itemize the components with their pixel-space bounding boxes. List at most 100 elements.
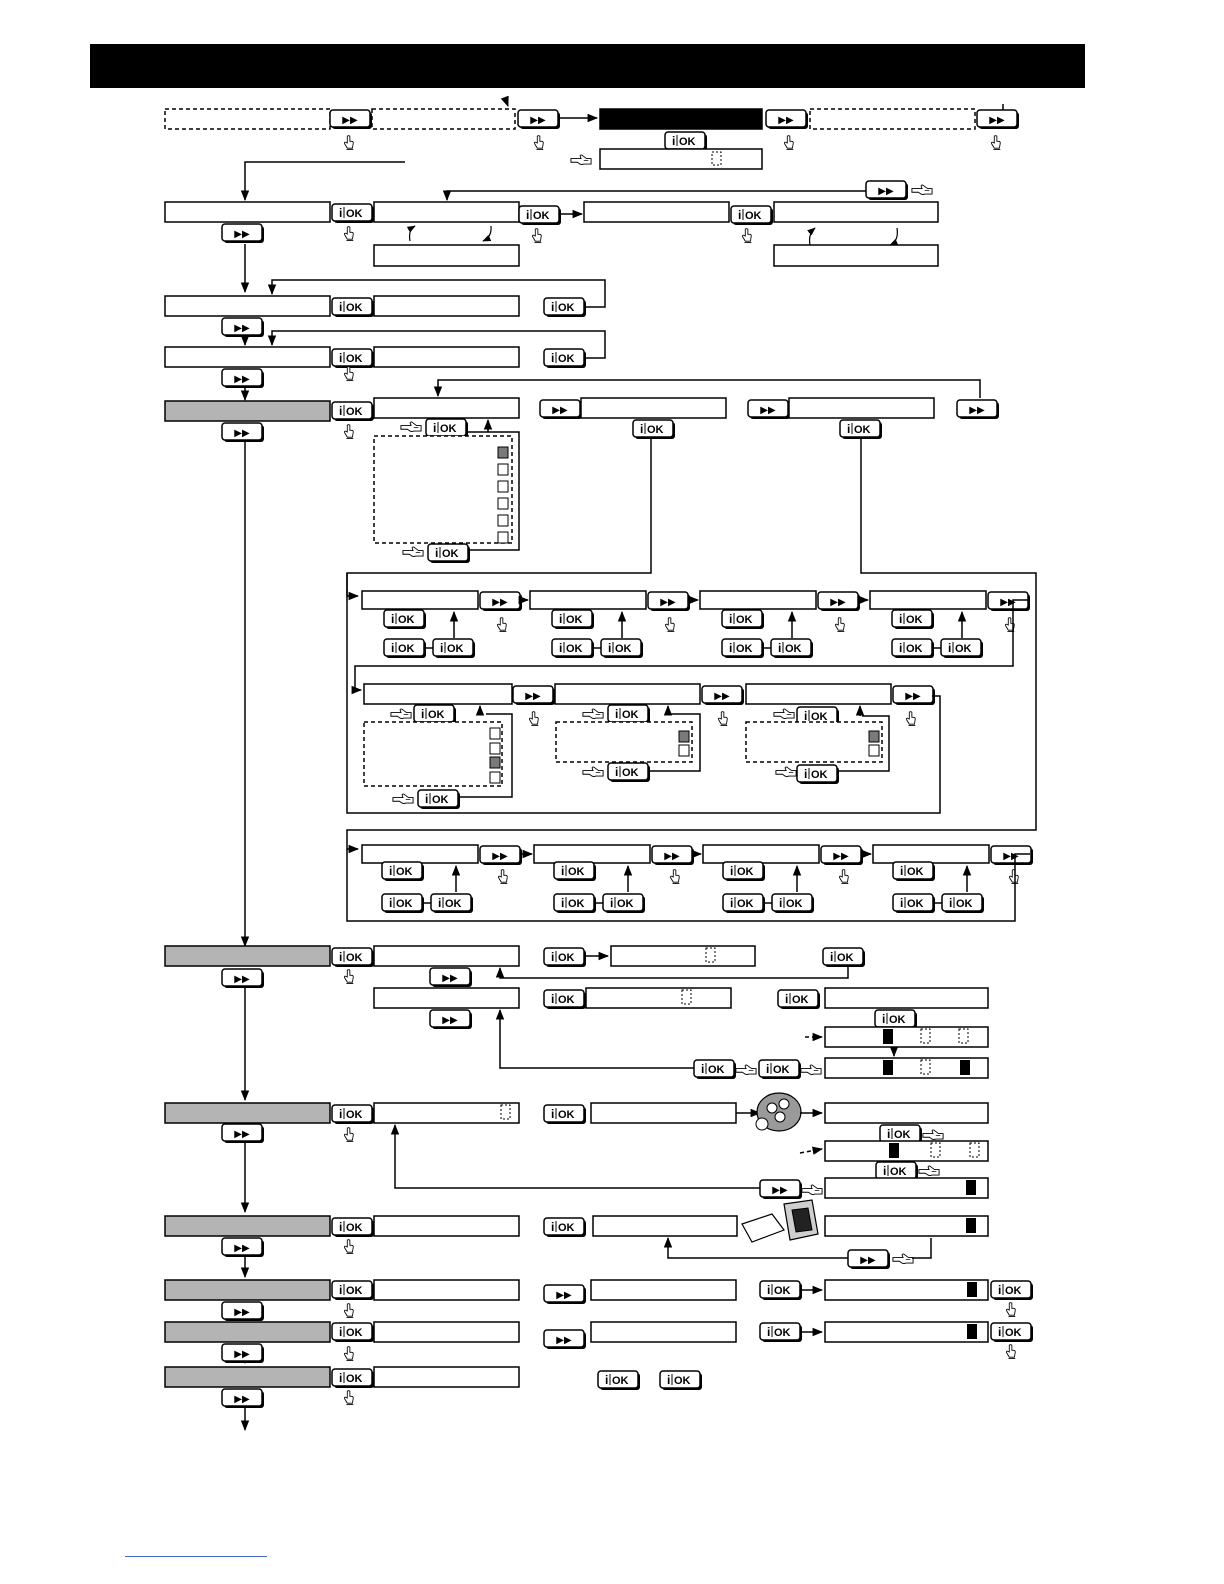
connector-line bbox=[839, 715, 890, 772]
key-face bbox=[543, 348, 585, 367]
ok-key-label: OK bbox=[428, 709, 445, 721]
ok-key-prefix: i bbox=[551, 950, 554, 964]
step-box-18 bbox=[361, 590, 479, 610]
highlight-step-box bbox=[164, 1321, 331, 1343]
key-face bbox=[758, 1059, 800, 1078]
connector-line bbox=[240, 161, 405, 202]
ok-key-prefix: i bbox=[615, 765, 618, 779]
press-hand-icon bbox=[717, 711, 728, 726]
press-hand-icon bbox=[1005, 1344, 1016, 1359]
ok-key-prefix: i bbox=[608, 641, 611, 655]
key-face bbox=[822, 947, 864, 966]
ok-key-label: OK bbox=[889, 1014, 906, 1026]
step-box-11 bbox=[164, 295, 331, 317]
next-key-icon: ▶▶ bbox=[765, 109, 808, 129]
ok-key-label: OK bbox=[617, 898, 634, 910]
option-square bbox=[868, 744, 880, 757]
step-box-42 bbox=[824, 1140, 989, 1162]
next-key-icon: ▶▶ bbox=[543, 1329, 586, 1349]
ok-key-label: OK bbox=[708, 1064, 725, 1076]
step-box-34 bbox=[373, 987, 520, 1009]
ok-key-label: OK bbox=[774, 1285, 791, 1297]
step-box-52 bbox=[824, 1321, 989, 1343]
step-box-25 bbox=[555, 721, 693, 763]
key-face bbox=[976, 109, 1018, 128]
ok-key-label: OK bbox=[679, 136, 696, 148]
ok-key-label: OK bbox=[894, 1129, 911, 1141]
ok-key-label: OK bbox=[612, 1375, 629, 1387]
key-face bbox=[427, 543, 469, 562]
ok-key-prefix: i bbox=[339, 1371, 342, 1385]
key-face bbox=[429, 1009, 471, 1028]
next-key-icon: ▶▶ bbox=[329, 109, 372, 129]
option-square bbox=[489, 727, 501, 740]
ok-key-label: OK bbox=[773, 1064, 790, 1076]
ok-key-label: OK bbox=[558, 302, 575, 314]
ok-key-label: OK bbox=[346, 1373, 363, 1385]
key-face bbox=[820, 845, 862, 864]
press-hand-icon bbox=[343, 424, 354, 439]
status-indicator bbox=[883, 1060, 893, 1075]
next-key-label: ▶▶ bbox=[234, 974, 250, 985]
ok-key-prefix: i bbox=[883, 1164, 886, 1178]
ok-key-label: OK bbox=[346, 1222, 363, 1234]
step-box-51 bbox=[590, 1321, 737, 1343]
step-box-49 bbox=[824, 1279, 989, 1301]
key-face bbox=[417, 789, 459, 808]
ok-key-label: OK bbox=[568, 866, 585, 878]
key-face bbox=[543, 989, 585, 1008]
step-box-2 bbox=[371, 108, 516, 130]
ok-key-label: OK bbox=[346, 406, 363, 418]
press-hand-icon bbox=[1005, 1302, 1016, 1317]
connector-line bbox=[433, 379, 981, 398]
step-box-47 bbox=[373, 1279, 520, 1301]
pointing-hand-icon bbox=[800, 1064, 822, 1076]
highlight-step-box bbox=[164, 1279, 331, 1301]
cursor-placeholder bbox=[920, 1059, 931, 1075]
key-face bbox=[543, 1217, 585, 1236]
next-key-label: ▶▶ bbox=[234, 374, 250, 385]
key-face bbox=[891, 609, 933, 628]
connector-line bbox=[267, 279, 606, 308]
ok-key-label: OK bbox=[445, 898, 462, 910]
next-key-label: ▶▶ bbox=[1003, 851, 1019, 862]
ok-key-prefix: i bbox=[559, 641, 562, 655]
key-face bbox=[331, 1280, 373, 1299]
ok-key-prefix: i bbox=[526, 208, 529, 222]
ok-key-label: OK bbox=[568, 898, 585, 910]
ok-key-prefix: i bbox=[998, 1325, 1001, 1339]
ok-key-prefix: i bbox=[339, 1283, 342, 1297]
ok-key-label: OK bbox=[785, 643, 802, 655]
step-box-3 bbox=[599, 148, 763, 170]
option-square bbox=[497, 514, 509, 527]
header-bar bbox=[90, 44, 1085, 88]
step-box-21 bbox=[869, 590, 987, 610]
key-face bbox=[331, 401, 373, 420]
next-key-icon: ▶▶ bbox=[517, 109, 560, 129]
ok-key-prefix: i bbox=[882, 1012, 885, 1026]
next-key-label: ▶▶ bbox=[234, 428, 250, 439]
ok-key-prefix: i bbox=[729, 641, 732, 655]
status-indicator bbox=[889, 1143, 899, 1158]
key-face bbox=[512, 685, 554, 704]
ok-key-label: OK bbox=[432, 794, 449, 806]
ok-key-label: OK bbox=[346, 952, 363, 964]
ok-key-prefix: i bbox=[785, 992, 788, 1006]
ok-key-label: OK bbox=[906, 614, 923, 626]
press-hand-icon bbox=[834, 617, 845, 632]
key-face bbox=[518, 205, 560, 224]
press-hand-icon bbox=[838, 869, 849, 884]
key-face bbox=[990, 845, 1032, 864]
step-box-45 bbox=[592, 1215, 738, 1237]
